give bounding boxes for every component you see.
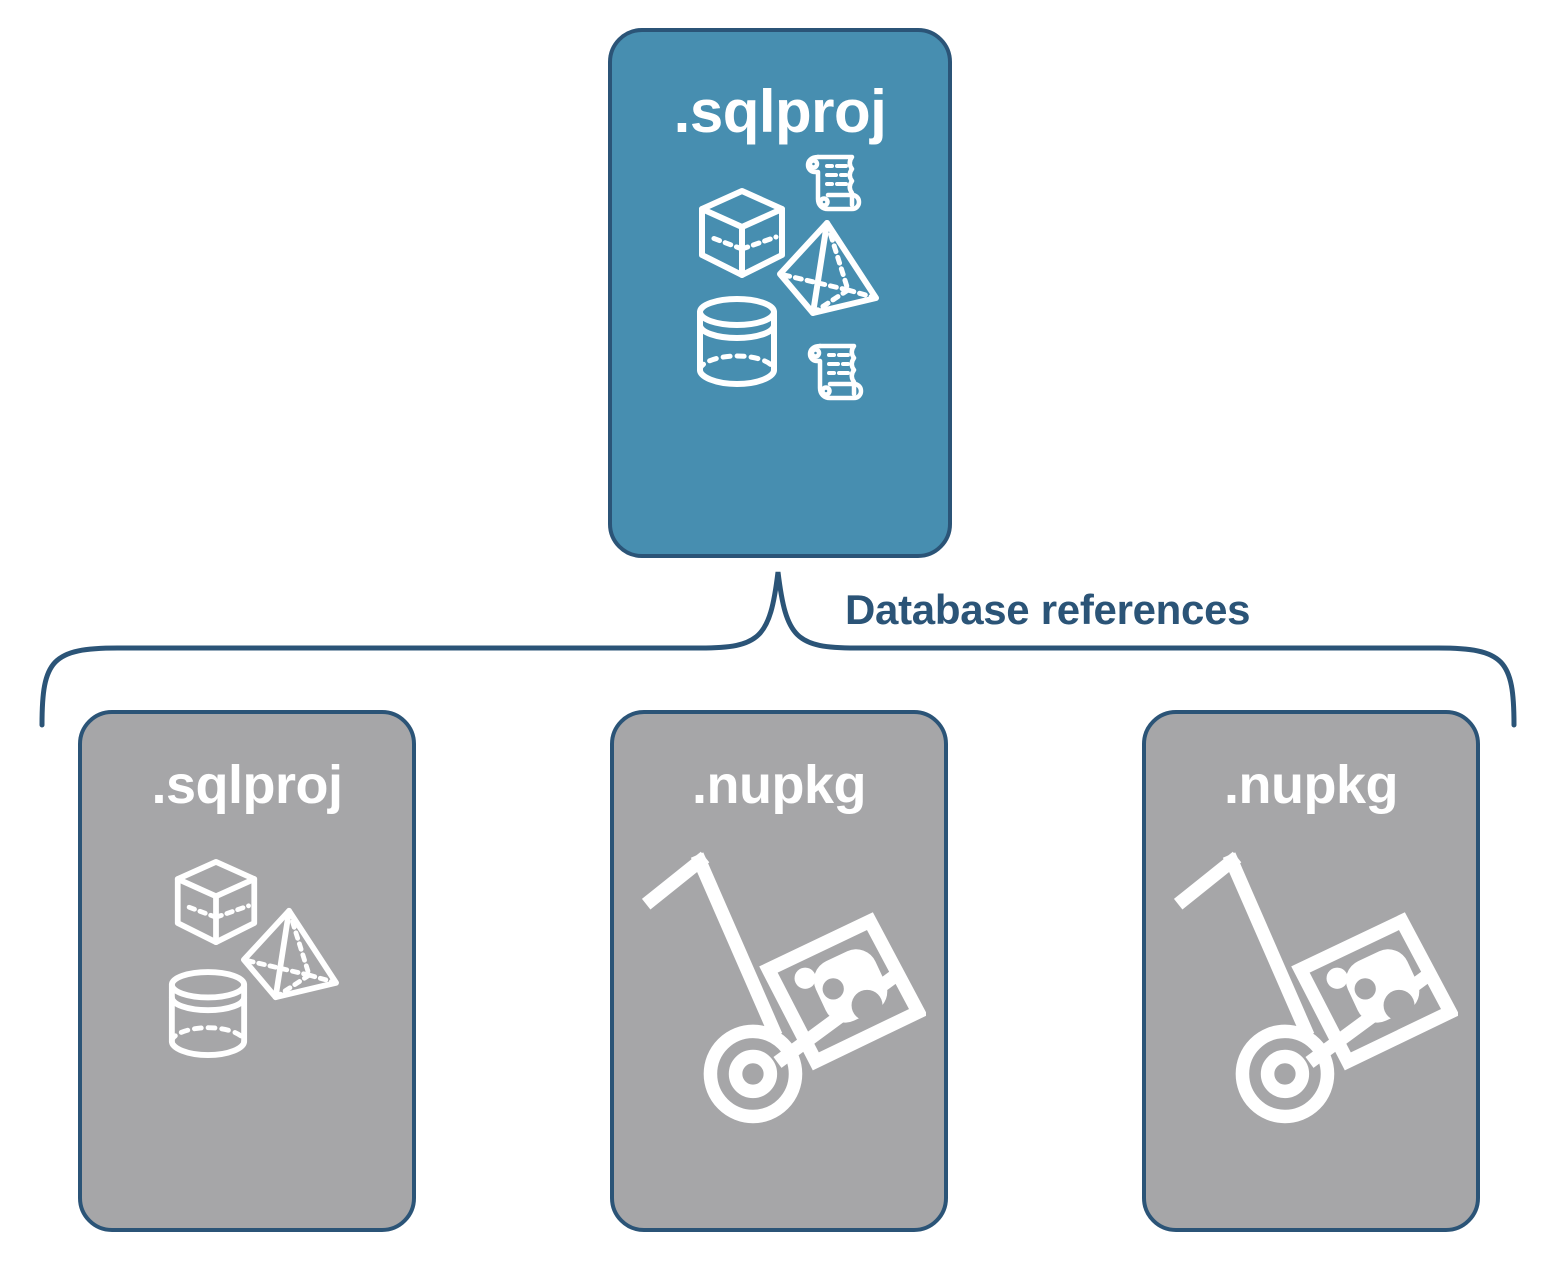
pyramid-icon [241, 907, 339, 1001]
icon-cluster-sqlproj-reference [82, 812, 412, 1228]
cube-icon [699, 188, 785, 278]
scroll-icon [807, 343, 864, 401]
pyramid-icon [777, 220, 879, 316]
connector-label: Database references [845, 586, 1251, 633]
node-label: .sqlproj [151, 755, 343, 815]
node-label: .sqlproj [673, 78, 887, 145]
nuget-hand-truck-icon [641, 851, 926, 1124]
icon-cluster-sqlproj-root [612, 142, 948, 554]
cylinder-icon [697, 296, 777, 387]
nuget-hand-truck-icon [1173, 851, 1458, 1124]
scroll-icon [805, 154, 862, 212]
node-label: .nupkg [1224, 755, 1398, 815]
node-nupkg-1[interactable]: .nupkg [610, 710, 948, 1232]
icon-cluster-nupkg-1 [614, 812, 944, 1228]
cube-icon [174, 858, 258, 946]
node-sqlproj-reference[interactable]: .sqlproj [78, 710, 416, 1232]
icon-cluster-nupkg-2 [1146, 812, 1476, 1228]
cylinder-icon [168, 969, 248, 1058]
node-label: .nupkg [692, 755, 866, 815]
node-sqlproj-root[interactable]: .sqlproj [608, 28, 952, 558]
node-nupkg-2[interactable]: .nupkg [1142, 710, 1480, 1232]
